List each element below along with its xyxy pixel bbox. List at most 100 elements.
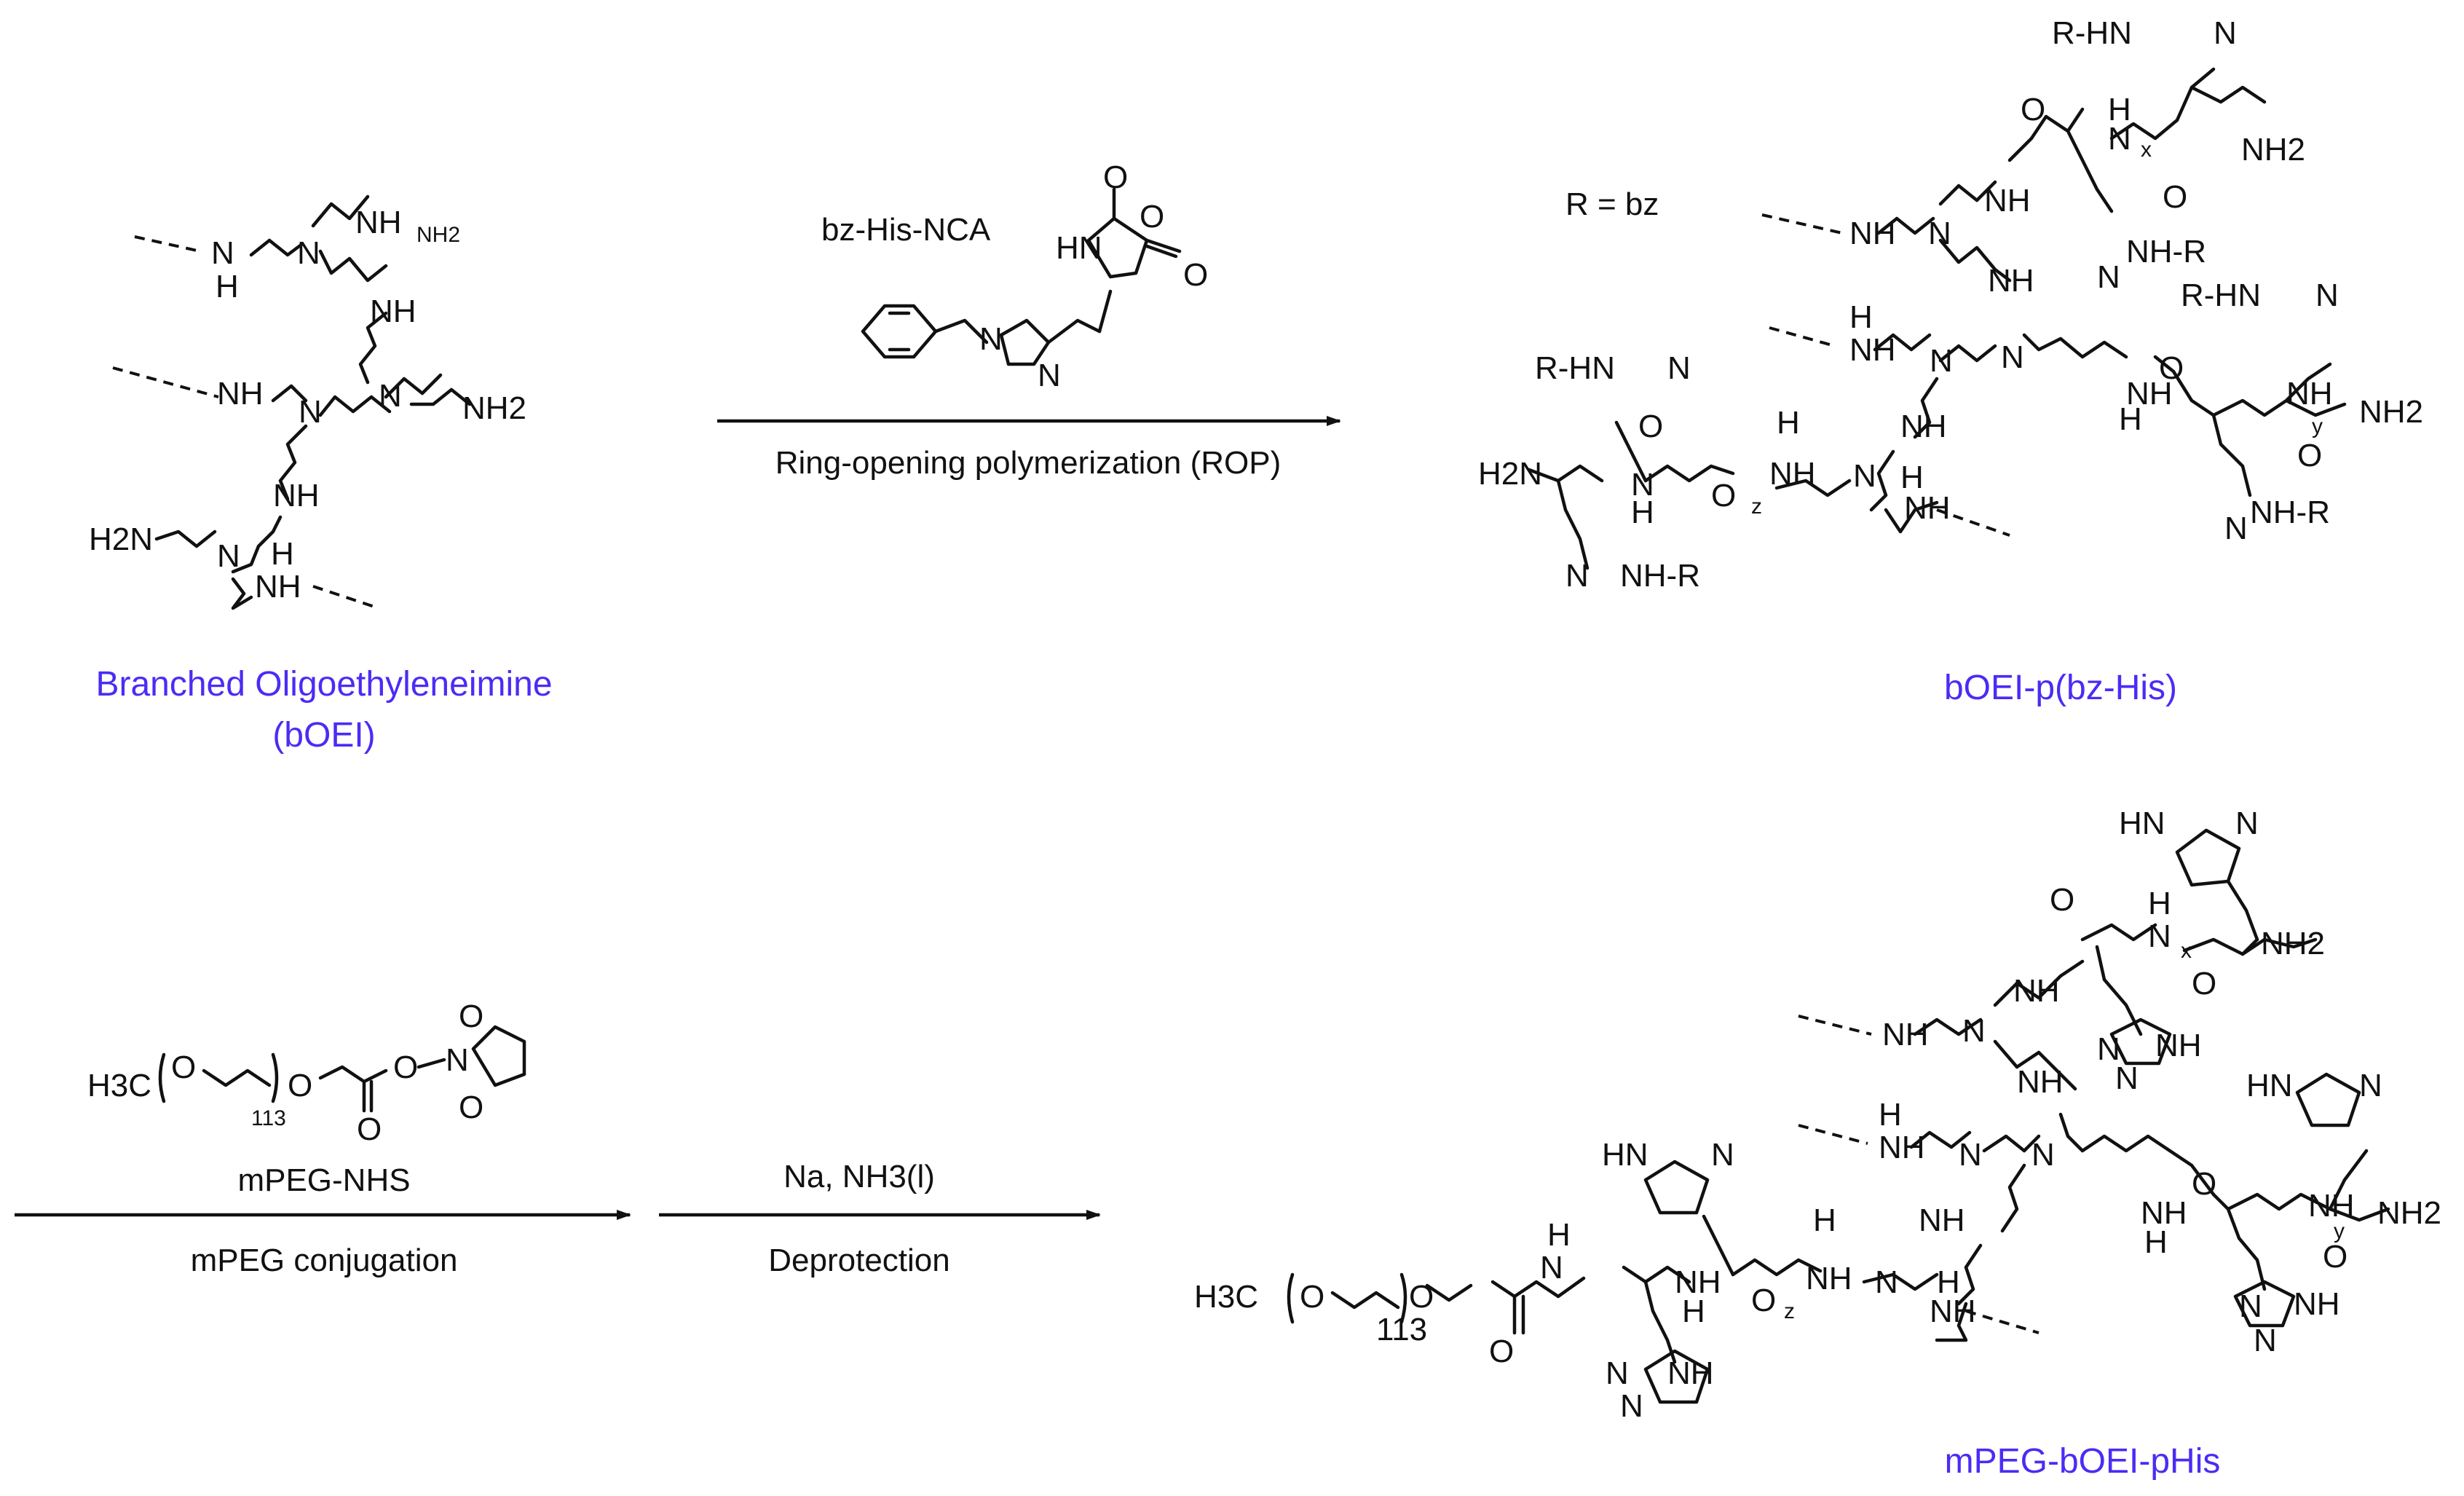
atom-label: NH — [370, 294, 416, 329]
atom-label: NH — [273, 478, 320, 513]
peg-step-text: mPEG conjugation — [191, 1243, 458, 1278]
index-y: y — [2334, 1219, 2345, 1243]
index-y: y — [2312, 414, 2323, 438]
atom-label: NH — [1849, 216, 1896, 251]
atom-label: N — [2108, 121, 2131, 157]
atom-label: O — [1300, 1279, 1324, 1315]
atom-label: N — [2224, 511, 2248, 546]
atom-label: H — [1631, 495, 1654, 530]
atom-label: NH — [2286, 376, 2333, 412]
atom-label: O — [1711, 478, 1736, 513]
atom-label: O — [1103, 160, 1128, 195]
atom-label: H — [1813, 1202, 1836, 1238]
boei-name: Branched Oligoethyleneimine — [95, 665, 552, 704]
atom-label: HN — [1056, 230, 1102, 266]
atom-label: N — [1711, 1137, 1734, 1173]
atom-label: O — [2159, 350, 2184, 386]
atom-label: O — [2050, 882, 2074, 918]
deprotection-step-text: Deprotection — [768, 1243, 949, 1278]
atom-label: O — [1751, 1283, 1776, 1318]
atom-label: N — [1565, 558, 1589, 594]
atom-label: NH — [1919, 1202, 1965, 1238]
atom-label: H — [2119, 401, 2142, 437]
deprotection-arrow: Na, NH3(l) Deprotection — [659, 1159, 1101, 1278]
atom-label: O — [2021, 92, 2045, 127]
atom-label: N — [2214, 15, 2237, 51]
atom-label: O — [2297, 438, 2322, 473]
boei-pbzhis-name: bOEI-p(bz-His) — [1944, 669, 2177, 707]
atom-label: NH — [1904, 490, 1951, 526]
atom-label: N — [979, 321, 1003, 357]
atom-label: H — [271, 536, 294, 572]
atom-label: H — [1777, 405, 1800, 441]
atom-label: N — [2315, 277, 2339, 313]
atom-label: R-HN — [2181, 277, 2261, 313]
r-definition: R = bz — [1565, 186, 1659, 222]
index-x: x — [2181, 939, 2192, 963]
atom-label: NH — [2308, 1188, 2355, 1224]
atom-label: H — [1547, 1217, 1571, 1253]
atom-label: HN — [2246, 1068, 2293, 1103]
atom-label: NH — [1769, 456, 1816, 492]
atom-label: O — [2323, 1239, 2347, 1275]
atom-label: N — [2031, 1137, 2055, 1173]
atom-label: N — [1667, 350, 1691, 386]
index-z: z — [1784, 1299, 1795, 1323]
atom-label: O — [1638, 409, 1663, 444]
atom-label: H — [1682, 1294, 1705, 1329]
atom-label: O — [393, 1050, 418, 1085]
atom-label: N — [1606, 1355, 1629, 1391]
atom-label: NH — [255, 569, 301, 605]
atom-label: H — [1900, 460, 1924, 495]
atom-label: NH — [1879, 1130, 1925, 1165]
index-x: x — [2141, 138, 2152, 162]
boei-pbzhis-structure: R = bz R-HN N O H N x NH2 O — [1478, 15, 2423, 594]
atom-label: NH — [355, 205, 402, 240]
peg-repeat: 113 — [251, 1106, 286, 1130]
atom-label: NH — [2294, 1286, 2340, 1322]
atom-label: N — [297, 235, 320, 271]
atom-label: NH — [2155, 1028, 2202, 1063]
atom-label: O — [357, 1111, 382, 1147]
atom-label: R-HN — [2052, 15, 2132, 51]
atom-label: O — [2163, 179, 2187, 215]
boei-structure: N H N NH NH2 NH N NH2 NH N NH H2N N H NH — [89, 194, 526, 610]
atom-label: N — [1038, 358, 1061, 393]
atom-label: O — [171, 1050, 196, 1085]
mpeg-boei-phis-name: mPEG-bOEI-pHis — [1945, 1442, 2221, 1481]
reagent-label: bz-His-NCA — [821, 212, 991, 248]
atom-label: NH — [1675, 1264, 1721, 1300]
atom-label: H — [2144, 1224, 2168, 1260]
atom-label: N — [2097, 259, 2120, 295]
rop-arrow: Ring-opening polymerization (ROP) — [717, 416, 1341, 481]
atom-label: NH2 — [462, 390, 526, 426]
atom-label: H3C — [87, 1068, 151, 1103]
peg-arrow: mPEG conjugation — [15, 1210, 631, 1278]
atom-label: NH — [2126, 376, 2173, 412]
atom-label: NH2 — [2261, 926, 2325, 961]
atom-label: NH-R — [1620, 558, 1700, 594]
atom-label: N — [2359, 1068, 2382, 1103]
atom-label: N — [1928, 216, 1951, 251]
atom-label: NH — [217, 376, 264, 412]
atom-label: N — [1930, 343, 1953, 379]
atom-label: H — [1879, 1097, 1902, 1133]
atom-label: N — [2097, 1031, 2120, 1067]
atom-label: N — [1620, 1388, 1643, 1424]
atom-label: NH — [1984, 183, 2031, 219]
atom-label: N — [2148, 918, 2171, 954]
atom-label: H — [2148, 886, 2171, 921]
atom-label: N — [217, 538, 240, 574]
reagent-label: mPEG-NHS — [237, 1162, 410, 1198]
atom-label: HN — [2119, 806, 2165, 841]
atom-label: N — [379, 378, 402, 414]
peg-repeat: 113 — [1376, 1312, 1427, 1347]
atom-label: H — [2108, 92, 2131, 127]
atom-label: HN — [1602, 1137, 1648, 1173]
atom-label: N — [1853, 458, 1876, 494]
atom-label: N — [1959, 1137, 1982, 1173]
atom-label: NH — [1988, 263, 2034, 299]
atom-label: NH — [2141, 1195, 2187, 1231]
atom-label: H — [1937, 1264, 1960, 1300]
